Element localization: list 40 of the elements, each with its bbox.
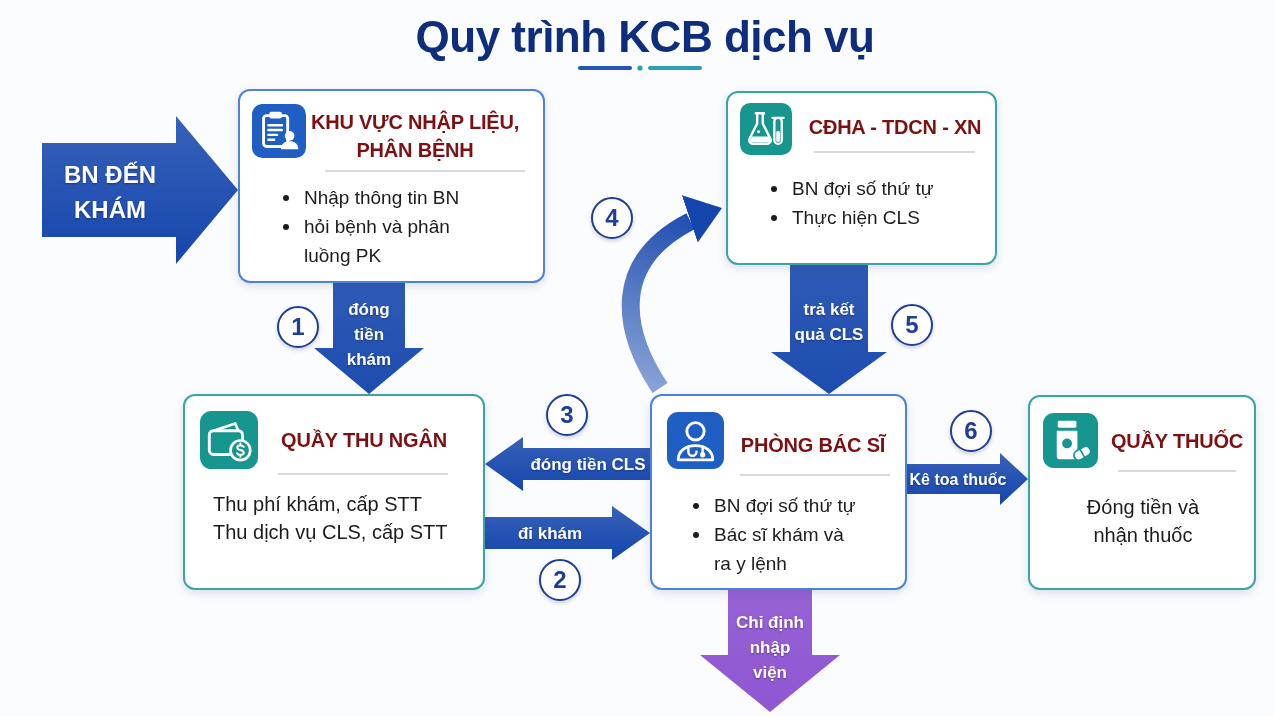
process-box xyxy=(238,89,545,283)
arrow-label: trả kết quả CLS xyxy=(793,299,865,346)
block-arrow xyxy=(485,506,650,560)
box-heading: PHÒNG BÁC SĨ xyxy=(740,432,886,458)
box-heading: KHU VỰC NHẬP LIỆU, PHÂN BỆNH xyxy=(309,109,521,163)
step-number: 5 xyxy=(891,304,933,346)
process-box xyxy=(183,394,485,590)
block-arrow xyxy=(700,590,840,712)
arrow-label: đóng tiền khám xyxy=(345,298,393,371)
arrow-label: Chỉ định nhập viện xyxy=(735,611,805,684)
bullet-item: Nhập thông tin BN xyxy=(280,183,460,212)
arrow-label: BN ĐẾN KHÁM xyxy=(63,160,157,225)
step-number: 4 xyxy=(591,197,633,239)
box-heading: CĐHA - TDCN - XN xyxy=(808,115,982,140)
block-arrow xyxy=(42,116,238,264)
arrow-label: Kê toa thuốc xyxy=(909,469,1007,490)
bullet-item: Bác sĩ khám và ra y lệnh xyxy=(690,520,856,578)
page-title: Quy trình KCB dịch vụ xyxy=(415,13,875,61)
block-arrow xyxy=(485,437,650,491)
step-number: 6 xyxy=(950,410,992,452)
body-text: Thu dịch vụ CLS, cấp STT xyxy=(213,520,448,545)
bullet-item: hỏi bệnh và phân luồng PK xyxy=(280,212,486,270)
body-text: Thu phí khám, cấp STT xyxy=(213,492,422,517)
arrow-label: đóng tiền CLS xyxy=(530,453,646,476)
block-arrow xyxy=(771,265,887,394)
step-number: 3 xyxy=(546,394,588,436)
box-heading: QUẦY THU NGÂN xyxy=(281,427,447,453)
step-number: 1 xyxy=(277,306,319,348)
block-arrow xyxy=(907,453,1028,505)
process-box xyxy=(726,91,997,265)
process-box xyxy=(1028,395,1256,590)
process-box xyxy=(650,394,907,590)
block-arrow xyxy=(314,283,424,394)
bullet-item: Thực hiện CLS xyxy=(768,203,920,232)
arrow-label: đi khám xyxy=(517,522,583,545)
step-number: 2 xyxy=(539,559,581,601)
box-heading: QUẦY THUỐC xyxy=(1110,428,1244,454)
bullet-item: BN đợi số thứ tự xyxy=(768,174,934,203)
body-text: Đóng tiền và nhận thuốc xyxy=(1085,495,1201,548)
bullet-item: BN đợi số thứ tự xyxy=(690,491,856,520)
